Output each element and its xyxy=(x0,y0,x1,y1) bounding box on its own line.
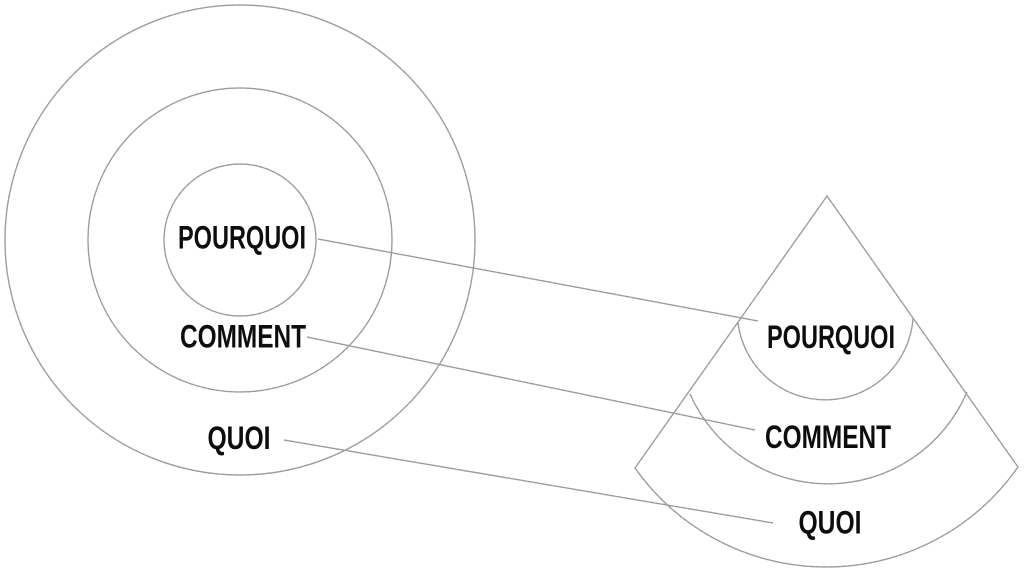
fan-label-comment: COMMENT xyxy=(765,419,891,455)
fan-arc-comment xyxy=(689,391,968,485)
circle-label-quoi: QUOI xyxy=(208,420,271,456)
diagram-strokes-overlay xyxy=(4,4,1019,568)
fan-label-quoi: QUOI xyxy=(799,505,862,541)
fan-label-pourquoi: POURQUOI xyxy=(767,319,895,355)
diagram-strokes xyxy=(4,4,1019,568)
circle-label-pourquoi: POURQUOI xyxy=(178,220,306,256)
connector-pourquoi-overlay xyxy=(317,238,759,322)
circle-label-comment: COMMENT xyxy=(180,319,306,355)
fan-arc-pourquoi xyxy=(737,318,914,401)
